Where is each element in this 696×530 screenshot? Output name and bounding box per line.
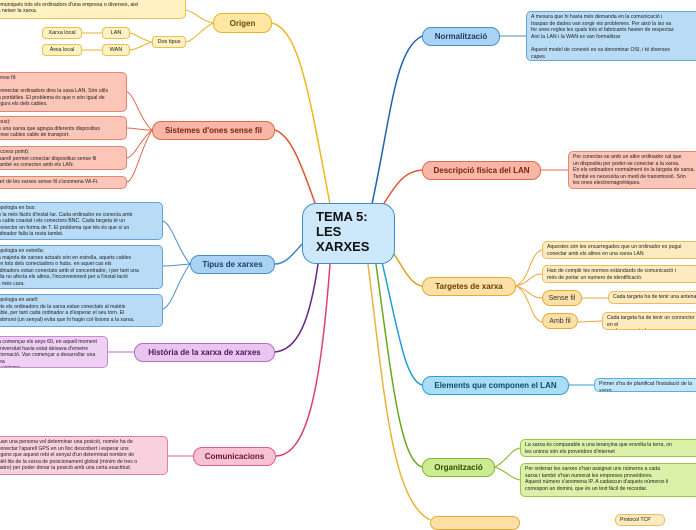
topic-targetes-de-xarxa[interactable]: Targetes de xarxa	[422, 277, 516, 296]
tag-lan[interactable]: LAN	[102, 27, 130, 39]
note-sistemes-2: Tipus): És una xarxa que agrupa diferent…	[0, 116, 127, 140]
note-partial-bottom: Protocol TCP	[615, 514, 665, 526]
note-amb-fil: Cada targeta ha de tenir un connector en…	[602, 312, 696, 330]
note-topologia-bus: Topologia en bus: És la més fàcils d'ins…	[0, 202, 163, 240]
tag-area-local: Àrea local	[42, 44, 82, 56]
note-topologia-estrella: Topologia en estrella: La majoria de xar…	[0, 245, 163, 289]
note-descripcio-fisica-lan: Per conectar-se amb un altre ordinador c…	[568, 151, 696, 189]
subtopic-amb-fil[interactable]: Amb fil	[542, 313, 578, 329]
note-normalitzacio: A mesura que hi havia més demanda en la …	[526, 11, 696, 61]
note-sistemes-1: Sense fil: Connectar ordinadors dins la …	[0, 72, 127, 112]
note-sense-fil: Cada targeta ha de tenir una antena	[608, 291, 696, 304]
topic-organitzacio[interactable]: Organització	[422, 458, 495, 477]
topic-partial-bottom[interactable]	[430, 516, 520, 530]
topic-comunicacions[interactable]: Comunicacions	[193, 447, 276, 466]
central-topic[interactable]: TEMA 5: LES XARXES	[302, 203, 395, 264]
note-organitzacio-2: Per ordenar les xarxes s'han assignat un…	[520, 463, 696, 497]
note-topologia-anell: Topologia en anell: Tots els ordinadors …	[0, 294, 163, 327]
topic-normalitzacio[interactable]: Normalització	[422, 27, 500, 46]
topic-origen[interactable]: Origen	[213, 13, 272, 33]
note-sistemes-3: (Access point): Aparell permet conectar …	[0, 146, 127, 170]
note-elements-lan: Primer s'ha de planificat l'instalació d…	[594, 378, 696, 392]
note-targetes-2: Han de complir les normes estàndards de …	[542, 265, 696, 283]
topic-sistemes-ones-sense-fil[interactable]: Sistemes d'ones sense fil	[152, 121, 275, 140]
topic-elements-lan[interactable]: Elements que componen el LAN	[422, 376, 569, 395]
note-comunicacions: Quan una persona vol determinar una posi…	[0, 436, 168, 475]
note-historia: Va començar els anys 60, en aquell momen…	[0, 336, 108, 368]
note-organitzacio-1: La xarxa és comparable a una teranyina q…	[520, 439, 696, 457]
topic-tipus-de-xarxes[interactable]: Tipus de xarxes	[190, 255, 275, 274]
tag-dos-tipus[interactable]: Dos tipus	[152, 36, 186, 48]
subtopic-sense-fil[interactable]: Sense fil	[542, 290, 582, 306]
tag-xarxa-local: Xarxa local	[42, 27, 82, 39]
topic-historia-xarxa[interactable]: Història de la xarxa de xarxes	[134, 343, 275, 362]
note-sistemes-4: Part de les xarxes sense fil s'anomena W…	[0, 176, 127, 189]
note-origen: va fer que les empreses desenvolupessin …	[0, 0, 186, 19]
tag-wan[interactable]: WAN	[102, 44, 130, 56]
note-targetes-1: Aquestes són les encarregades que un ord…	[542, 241, 696, 259]
topic-descripcio-fisica-lan[interactable]: Descripció física del LAN	[422, 161, 541, 180]
